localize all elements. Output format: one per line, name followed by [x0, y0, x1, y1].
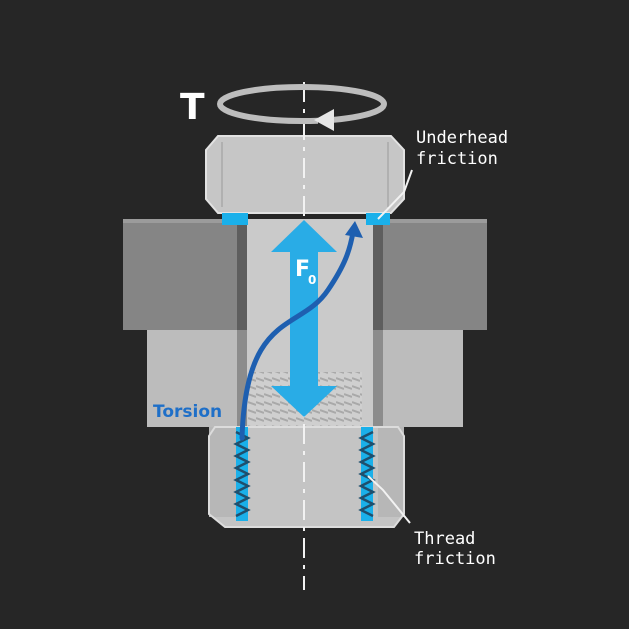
torque-label: T	[180, 87, 205, 128]
thread-label-line1: Thread	[414, 529, 475, 549]
nut	[208, 426, 405, 528]
force-label: F	[295, 257, 310, 282]
torsion-arrow	[239, 221, 363, 441]
underhead-label-line2: friction	[416, 149, 498, 169]
thread-friction-zone	[233, 427, 376, 521]
underhead-leader-line	[377, 169, 413, 220]
upper-plate	[123, 219, 487, 330]
thread-label-line2: friction	[414, 549, 496, 569]
torsion-label: Torsion	[153, 402, 222, 422]
force-subscript: 0	[308, 273, 316, 287]
thread-leader-line	[367, 475, 411, 524]
lower-plate	[147, 330, 463, 427]
torque-rotation-arrow	[217, 84, 387, 131]
underhead-label-line1: Underhead	[416, 128, 508, 148]
